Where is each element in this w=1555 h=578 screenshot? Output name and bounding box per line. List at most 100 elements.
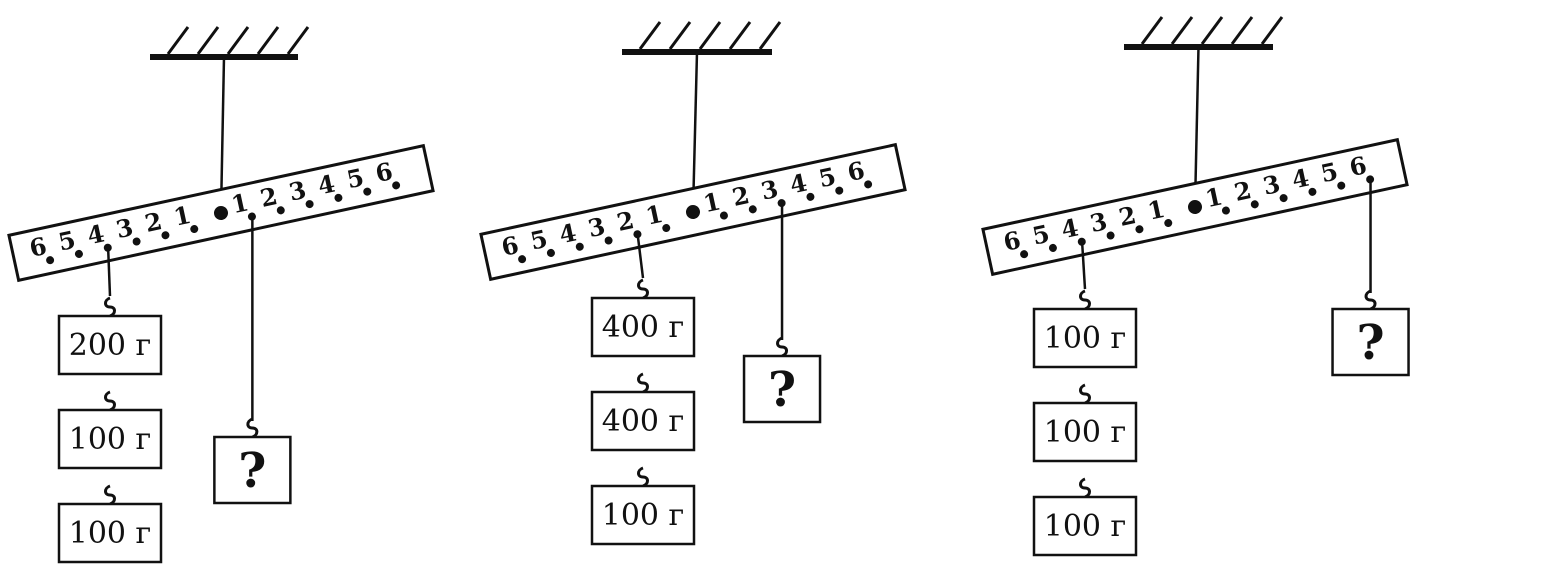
left-scale-label: 3 — [585, 211, 607, 243]
right-scale-label: 2 — [1231, 175, 1253, 207]
left-mark-dot — [1106, 231, 1115, 240]
unknown-weight-label: ? — [238, 443, 266, 499]
left-scale-label: 5 — [1030, 219, 1052, 251]
left-scale-label: 3 — [113, 212, 135, 244]
weight-label: 400 г — [602, 404, 685, 439]
right-scale-label: 1 — [701, 186, 723, 218]
weight-box — [57, 314, 163, 376]
pivot-point — [214, 206, 228, 220]
weight-box — [590, 296, 696, 358]
ceiling-hatch — [638, 21, 662, 50]
left-string — [106, 249, 112, 297]
unknown-weight-box — [1331, 307, 1410, 377]
right-scale-label: 1 — [229, 187, 251, 219]
ceiling-hatch — [1140, 16, 1164, 45]
hook-left — [1079, 477, 1091, 499]
right-mark-dot — [247, 212, 256, 221]
hook-right — [246, 417, 259, 439]
right-scale-label: 4 — [1289, 163, 1311, 195]
weight-label: 100 г — [1044, 415, 1127, 450]
left-mark-dot — [46, 256, 55, 265]
left-scale-label: 6 — [1001, 225, 1023, 257]
left-mark-dot — [132, 237, 141, 246]
right-mark-dot — [1308, 187, 1317, 196]
right-scale-label: 1 — [1203, 181, 1225, 213]
unknown-weight-box — [742, 354, 822, 424]
left-string — [636, 236, 645, 279]
ceiling-hatch — [196, 26, 220, 55]
ceiling-hatch — [1200, 16, 1224, 45]
hook-left — [104, 296, 116, 318]
weight-label: 400 г — [602, 310, 685, 345]
right-mark-dot — [363, 187, 372, 196]
right-scale-label: 2 — [729, 180, 751, 212]
weight-label: 100 г — [1044, 321, 1127, 356]
left-mark-dot — [546, 248, 555, 257]
weight-box — [1032, 401, 1138, 463]
left-mark-dot — [190, 225, 199, 234]
weight-box — [590, 484, 696, 546]
right-scale-label: 3 — [758, 174, 780, 206]
hook-right — [1364, 289, 1377, 311]
left-scale-label: 3 — [1087, 206, 1109, 238]
right-scale-label: 3 — [1260, 169, 1282, 201]
hook-left — [637, 278, 649, 300]
hook-right — [776, 336, 789, 358]
ceiling-hatch — [668, 21, 692, 50]
left-mark-dot — [1077, 237, 1086, 246]
ceiling-hatch — [758, 21, 782, 50]
hook-left — [104, 390, 116, 412]
ceiling-hatch — [698, 21, 722, 50]
suspension-string — [1193, 46, 1200, 208]
hook-left — [1079, 383, 1091, 405]
left-scale-label: 5 — [528, 224, 550, 256]
left-scale-label: 1 — [171, 200, 193, 232]
left-scale-label: 4 — [556, 218, 578, 250]
ceiling-hatch — [286, 26, 310, 55]
ceiling-hatch — [728, 21, 752, 50]
weight-label: 100 г — [602, 498, 685, 533]
hook-left — [104, 484, 116, 506]
ceiling-hatch — [256, 26, 280, 55]
ceiling-hatch — [1230, 16, 1254, 45]
weight-box — [1032, 495, 1138, 557]
right-mark-dot — [1366, 175, 1375, 184]
right-mark-dot — [334, 193, 343, 202]
left-mark-dot — [161, 231, 170, 240]
hook-left — [637, 466, 649, 488]
ceiling-hatch — [1170, 16, 1194, 45]
unknown-weight-label: ? — [768, 362, 796, 418]
left-scale-label: 2 — [614, 205, 636, 237]
right-scale-label: 6 — [1347, 150, 1369, 182]
weight-box — [590, 390, 696, 452]
right-mark-dot — [305, 200, 314, 209]
right-mark-dot — [276, 206, 285, 215]
right-mark-dot — [864, 180, 873, 189]
left-scale-label: 1 — [643, 199, 665, 231]
right-scale-label: 4 — [787, 168, 809, 200]
left-mark-dot — [1048, 243, 1057, 252]
right-scale-label: 3 — [286, 175, 308, 207]
left-mark-dot — [74, 249, 83, 258]
hook-left — [637, 372, 649, 394]
right-scale-label: 5 — [344, 162, 366, 194]
weight-box — [1032, 307, 1138, 369]
right-mark-dot — [835, 186, 844, 195]
left-scale-label: 4 — [1058, 213, 1080, 245]
hook-left — [1079, 289, 1091, 311]
ceiling-hatch — [1260, 16, 1284, 45]
suspension-string — [219, 56, 226, 214]
left-string — [1080, 243, 1087, 290]
left-mark-dot — [518, 255, 527, 264]
right-mark-dot — [1250, 200, 1259, 209]
right-mark-dot — [1221, 206, 1230, 215]
weight-box — [57, 502, 163, 564]
left-scale-label: 6 — [499, 230, 521, 262]
left-mark-dot — [604, 236, 613, 245]
left-mark-dot — [1020, 250, 1029, 259]
unknown-weight-box — [213, 435, 292, 505]
